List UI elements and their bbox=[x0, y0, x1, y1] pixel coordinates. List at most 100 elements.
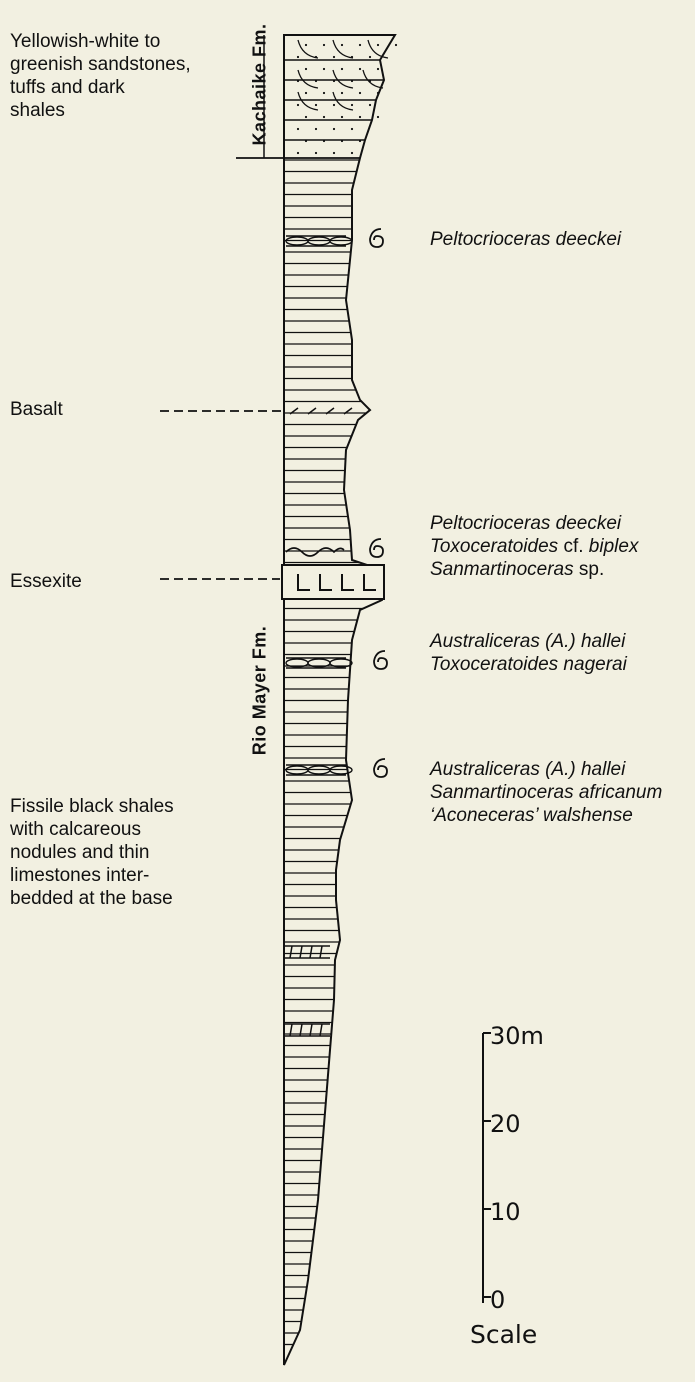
sand-grain-dot bbox=[297, 104, 299, 106]
limestone-joint bbox=[300, 946, 302, 958]
sand-grain-dot bbox=[305, 68, 307, 70]
fossil-name: Australiceras (A.) hallei bbox=[430, 630, 627, 653]
sand-grain-dot bbox=[305, 116, 307, 118]
fossil-genus: Toxoceratoides bbox=[430, 536, 558, 557]
sand-grain-dot bbox=[315, 128, 317, 130]
sand-grain-dot bbox=[377, 116, 379, 118]
desc-line: bedded at the base bbox=[10, 887, 174, 910]
sand-grain-dot bbox=[305, 92, 307, 94]
cross-bedding-arc bbox=[298, 70, 318, 88]
sand-grain-dot bbox=[297, 128, 299, 130]
fossil-name: ‘Aconeceras’ walshense bbox=[430, 804, 662, 827]
scale-tick-label-30: 30m bbox=[490, 1022, 544, 1050]
essexite-label: Essexite bbox=[10, 570, 82, 593]
sand-grain-dot bbox=[351, 152, 353, 154]
sand-grain-dot bbox=[323, 116, 325, 118]
sand-grain-dot bbox=[315, 152, 317, 154]
desc-line: Fissile black shales bbox=[10, 795, 174, 818]
rio-mayer-description: Fissile black shales with calcareous nod… bbox=[10, 795, 174, 910]
fossil-name: Peltocrioceras deeckei bbox=[430, 228, 621, 251]
fossil-name: Toxoceratoides cf. biplex bbox=[430, 535, 638, 558]
fossil-list-level-4: Australiceras (A.) hallei Sanmartinocera… bbox=[430, 758, 662, 827]
cross-bedding-arc bbox=[298, 40, 318, 58]
sand-grain-dot bbox=[377, 68, 379, 70]
sand-grain-dot bbox=[333, 80, 335, 82]
sand-grain-dot bbox=[359, 44, 361, 46]
kachaike-sandstone-unit bbox=[284, 40, 397, 154]
ammonite-icon bbox=[374, 759, 387, 777]
limestone-joint bbox=[310, 946, 312, 958]
ammonite-icon bbox=[370, 229, 383, 247]
sand-grain-dot bbox=[297, 152, 299, 154]
wavy-nodule-bed bbox=[286, 548, 344, 556]
sand-grain-dot bbox=[323, 44, 325, 46]
fossil-name: Toxoceratoides nagerai bbox=[430, 653, 627, 676]
fossil-name: Sanmartinoceras sp. bbox=[430, 558, 638, 581]
fossil-genus: Sanmartinoceras bbox=[430, 559, 574, 580]
sand-grain-dot bbox=[333, 128, 335, 130]
ammonite-icon bbox=[374, 651, 387, 669]
limestone-joint bbox=[290, 946, 292, 958]
desc-line: shales bbox=[10, 99, 191, 122]
rio-mayer-formation-label: Rio Mayer Fm. bbox=[250, 626, 271, 756]
fossil-name: Sanmartinoceras africanum bbox=[430, 781, 662, 804]
sand-grain-dot bbox=[395, 44, 397, 46]
sand-grain-dot bbox=[333, 104, 335, 106]
sand-grain-dot bbox=[359, 140, 361, 142]
sand-grain-dot bbox=[351, 128, 353, 130]
sand-grain-dot bbox=[341, 92, 343, 94]
sand-grain-dot bbox=[323, 92, 325, 94]
basalt-label: Basalt bbox=[10, 398, 63, 421]
desc-line: nodules and thin bbox=[10, 841, 174, 864]
fossil-list-level-1: Peltocrioceras deeckei bbox=[430, 228, 621, 251]
sand-grain-dot bbox=[341, 68, 343, 70]
sand-grain-dot bbox=[305, 140, 307, 142]
fossil-qualifier: sp. bbox=[574, 559, 605, 580]
sand-grain-dot bbox=[359, 92, 361, 94]
fossil-list-level-2: Peltocrioceras deeckei Toxoceratoides cf… bbox=[430, 512, 638, 581]
sand-grain-dot bbox=[297, 56, 299, 58]
fossil-name: Peltocrioceras deeckei bbox=[430, 512, 638, 535]
sand-grain-dot bbox=[351, 80, 353, 82]
scale-tick-label-10: 10 bbox=[490, 1198, 521, 1226]
cross-bedding-arc bbox=[333, 40, 353, 58]
scale-tick-label-20: 20 bbox=[490, 1110, 521, 1138]
fossil-qualifier: cf. bbox=[558, 536, 589, 557]
sand-grain-dot bbox=[333, 152, 335, 154]
cross-bedding-arc bbox=[333, 70, 353, 88]
fossil-name: Australiceras (A.) hallei bbox=[430, 758, 662, 781]
desc-line: greenish sandstones, bbox=[10, 53, 191, 76]
cross-bedding-arc bbox=[333, 92, 353, 110]
cross-bedding-arc bbox=[368, 40, 388, 58]
sand-grain-dot bbox=[315, 80, 317, 82]
desc-line: Yellowish-white to bbox=[10, 30, 191, 53]
sand-grain-dot bbox=[377, 44, 379, 46]
sand-grain-dot bbox=[359, 68, 361, 70]
sand-grain-dot bbox=[341, 44, 343, 46]
cross-bedding-arc bbox=[363, 70, 383, 88]
ammonite-symbols bbox=[370, 229, 387, 777]
limestone-joint bbox=[320, 946, 322, 958]
sand-grain-dot bbox=[359, 116, 361, 118]
ammonite-icon bbox=[370, 539, 383, 557]
sand-grain-dot bbox=[297, 80, 299, 82]
scale-tick-label-0: 0 bbox=[490, 1286, 505, 1314]
sand-grain-dot bbox=[341, 140, 343, 142]
desc-line: limestones inter- bbox=[10, 864, 174, 887]
scale-bar bbox=[483, 1033, 491, 1303]
kachaike-formation-label: Kachaike Fm. bbox=[250, 36, 271, 146]
cross-bedding-arc bbox=[298, 92, 318, 110]
sand-grain-dot bbox=[323, 68, 325, 70]
sand-grain-dot bbox=[305, 44, 307, 46]
sand-grain-dot bbox=[315, 104, 317, 106]
shale-bedding-lines bbox=[284, 160, 366, 1345]
sand-grain-dot bbox=[369, 104, 371, 106]
kachaike-description: Yellowish-white to greenish sandstones, … bbox=[10, 30, 191, 122]
fossil-list-level-3: Australiceras (A.) hallei Toxoceratoides… bbox=[430, 630, 627, 676]
sand-grain-dot bbox=[333, 56, 335, 58]
desc-line: with calcareous bbox=[10, 818, 174, 841]
sand-grain-dot bbox=[369, 56, 371, 58]
sand-grain-dot bbox=[323, 140, 325, 142]
